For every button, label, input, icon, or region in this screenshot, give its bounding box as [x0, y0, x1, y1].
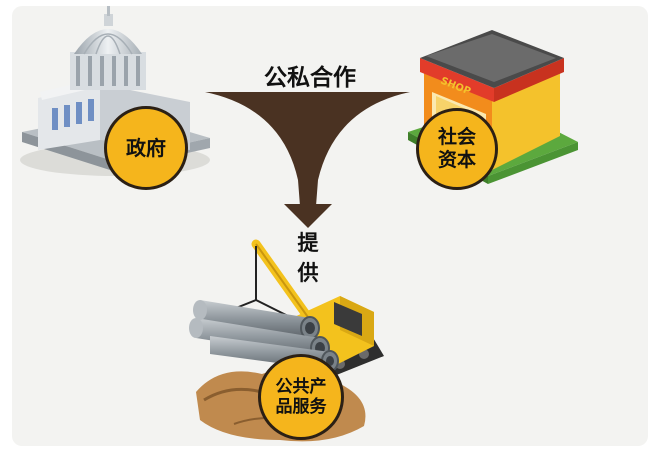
government-label: 政府 — [126, 136, 166, 160]
public-goods-label-line1: 公共产 — [275, 376, 327, 397]
social-capital-label-line1: 社会 — [437, 126, 476, 149]
public-goods-badge: 公共产 品服务 — [258, 354, 344, 440]
social-capital-badge: 社会 资本 — [416, 108, 498, 190]
public-goods-label: 公共产 品服务 — [276, 377, 327, 418]
partnership-title: 公私合作 — [264, 65, 356, 91]
social-capital-label: 社会 资本 — [438, 126, 476, 172]
social-capital-label-line2: 资本 — [437, 149, 476, 171]
government-badge: 政府 — [104, 106, 188, 190]
public-goods-label-line2: 品服务 — [275, 397, 327, 417]
merge-arrow — [205, 92, 410, 228]
provide-label: 提供 — [297, 231, 319, 285]
